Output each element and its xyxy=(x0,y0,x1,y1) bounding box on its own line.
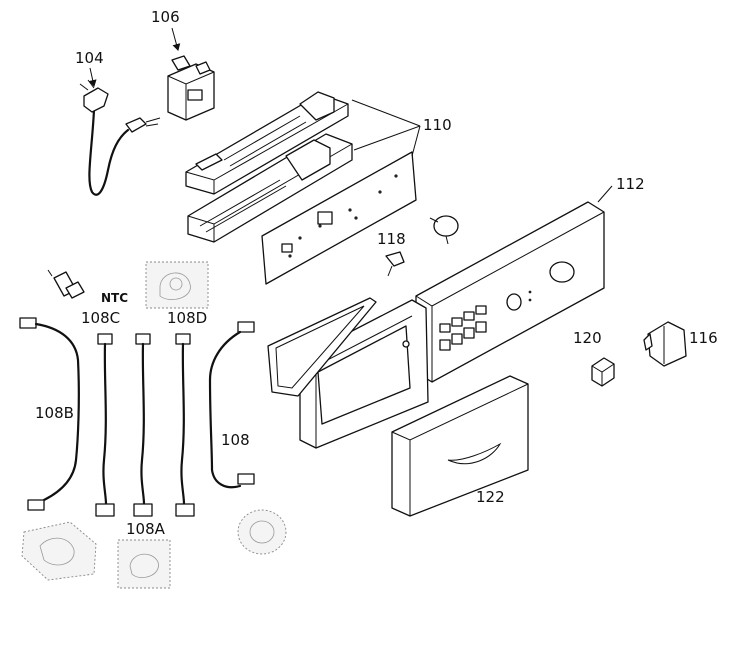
callout-108: 108 xyxy=(221,431,250,449)
ghost-component-bottom-left xyxy=(21,521,97,581)
callout-106: 106 xyxy=(151,8,180,26)
ghost-component-108a xyxy=(117,539,171,589)
wire-harness-middle xyxy=(133,333,153,517)
ghost-component-bottom-right xyxy=(237,509,287,555)
leader-104 xyxy=(88,67,97,87)
dispenser-drawer-frame xyxy=(299,299,429,449)
callout-120: 120 xyxy=(573,329,602,347)
ntc-sensor xyxy=(47,269,85,299)
callout-108d: 108D xyxy=(167,309,207,327)
callout-116: 116 xyxy=(689,329,718,347)
knob-coupling xyxy=(429,215,459,245)
callout-110: 110 xyxy=(423,116,452,134)
wire-harness-108b xyxy=(19,317,80,511)
callout-108a: 108A xyxy=(126,520,166,538)
leader-110-b xyxy=(353,125,421,151)
leader-110-a xyxy=(351,99,421,127)
wire-harness-108c xyxy=(95,333,115,517)
drawer-front-122 xyxy=(391,375,529,517)
wire-harness-108 xyxy=(208,321,255,489)
knob-shaft-118 xyxy=(385,251,405,277)
leader-112 xyxy=(597,185,613,203)
callout-108b: 108B xyxy=(35,404,74,422)
programme-knob-116 xyxy=(643,321,687,367)
callout-104: 104 xyxy=(75,49,104,67)
callout-122: 122 xyxy=(476,488,505,506)
power-cord-104 xyxy=(79,79,161,196)
callout-112: 112 xyxy=(616,175,645,193)
leader-106 xyxy=(171,27,181,51)
wire-harness-108a-right xyxy=(175,333,195,517)
ghost-component-108d xyxy=(145,261,209,309)
leader-110-c xyxy=(411,125,421,157)
callout-108c: 108C xyxy=(81,309,120,327)
push-button-120 xyxy=(591,357,615,387)
suppressor-106 xyxy=(167,55,215,121)
drawer-gasket xyxy=(267,297,377,397)
electronic-module-110-upper xyxy=(185,91,349,195)
electronic-module-110-lower xyxy=(187,133,353,243)
callout-118: 118 xyxy=(377,230,406,248)
callout-ntc: NTC xyxy=(101,291,128,305)
pcb-board-110 xyxy=(261,151,417,285)
